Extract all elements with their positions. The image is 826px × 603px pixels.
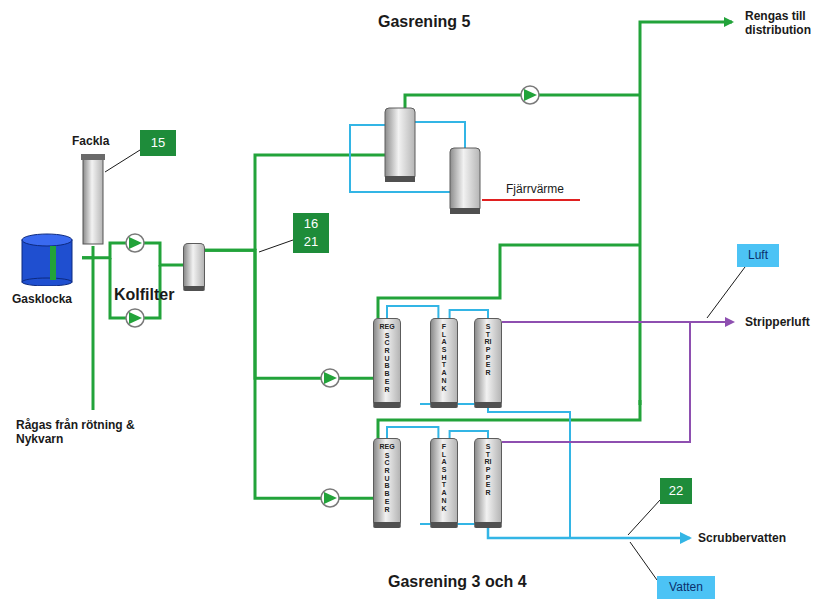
flare-top bbox=[81, 154, 105, 160]
gas-holder-symbol bbox=[12, 232, 82, 286]
pipe-connector bbox=[450, 431, 488, 438]
air-lines bbox=[502, 322, 733, 442]
process-column: REGSCRUBBER bbox=[373, 438, 401, 528]
tank-stripe bbox=[50, 246, 56, 280]
column-text: FLASHTANK bbox=[441, 323, 448, 392]
callout-box bbox=[660, 478, 692, 504]
column-text: STRIPPER bbox=[485, 443, 492, 497]
text-label: Stripperluft bbox=[745, 315, 810, 329]
flare-node: Fackla bbox=[68, 134, 118, 246]
water-lines bbox=[350, 122, 690, 538]
leader-line bbox=[259, 240, 293, 252]
callout-number: 22 bbox=[660, 483, 692, 499]
leader-line bbox=[628, 500, 660, 535]
filter-node: Kolfilter bbox=[183, 243, 205, 291]
column-text: STRIPPER bbox=[485, 323, 492, 377]
node-label: Kolfilter bbox=[114, 286, 174, 304]
pipe-connector bbox=[387, 427, 438, 438]
stripper-air-line bbox=[502, 322, 690, 442]
pipe-connector bbox=[205, 250, 373, 378]
node-label: Fackla bbox=[72, 134, 109, 148]
process-column: FLASHTANK bbox=[430, 438, 458, 528]
column-base bbox=[450, 208, 480, 214]
pump-symbol bbox=[126, 309, 144, 327]
note-box bbox=[657, 576, 715, 599]
clean-gas-line bbox=[378, 400, 640, 438]
tank-bottom bbox=[22, 278, 72, 286]
column-text: FLASHTANK bbox=[441, 443, 448, 512]
column-base bbox=[385, 176, 415, 182]
callout-box bbox=[293, 213, 329, 253]
leader-line bbox=[630, 542, 657, 580]
gasrening5-column bbox=[385, 108, 415, 180]
process-column: STRIPPER bbox=[474, 318, 502, 408]
flare-stack bbox=[83, 158, 103, 244]
pump-symbol bbox=[321, 489, 339, 507]
pump-symbol bbox=[126, 234, 144, 252]
text-label: Gasrening 3 och 4 bbox=[388, 572, 527, 591]
gas-lines bbox=[93, 22, 732, 438]
pipe-connector bbox=[82, 246, 93, 258]
text-label: Rengas till distribution bbox=[745, 9, 823, 38]
text-label: Fjärrvärme bbox=[506, 182, 564, 196]
pipe-connector bbox=[205, 250, 373, 498]
leader-line bbox=[105, 150, 140, 172]
gasrening5-column bbox=[450, 148, 480, 212]
callout-box bbox=[140, 130, 176, 156]
column-tag: REG bbox=[379, 323, 394, 331]
node-label: Gasklocka bbox=[12, 292, 72, 306]
leader-lines bbox=[105, 150, 745, 580]
tank-top bbox=[22, 234, 72, 246]
leader-line bbox=[707, 267, 745, 318]
stripper-air-line bbox=[502, 321, 733, 323]
pump-symbol bbox=[321, 369, 339, 387]
water-loop bbox=[415, 122, 465, 148]
district-heating-line bbox=[482, 199, 580, 201]
text-label: Rågas från rötning & Nykvarn bbox=[16, 418, 166, 447]
distribution-line bbox=[640, 22, 732, 405]
process-column: REGSCRUBBER bbox=[373, 318, 401, 408]
process-column: STRIPPER bbox=[474, 438, 502, 528]
pipe-connector bbox=[387, 306, 438, 318]
pump-symbol bbox=[521, 86, 539, 104]
tank-node: Gasklocka bbox=[12, 232, 82, 310]
note-box bbox=[737, 244, 779, 267]
scrubber-water-line bbox=[488, 528, 690, 538]
flare-symbol bbox=[68, 152, 118, 246]
text-label: Scrubbervatten bbox=[698, 531, 786, 545]
note-label: Luft bbox=[737, 248, 779, 262]
clean-gas-line bbox=[378, 245, 640, 318]
column-text: SCRUBBER bbox=[384, 332, 391, 394]
pipe-connector bbox=[450, 310, 488, 318]
column-tag: REG bbox=[379, 443, 394, 451]
note-label: Vatten bbox=[657, 580, 715, 594]
raw-gas-line bbox=[92, 258, 95, 410]
process-column: FLASHTANK bbox=[430, 318, 458, 408]
callout-number: 16 bbox=[293, 216, 329, 232]
column-text: SCRUBBER bbox=[384, 452, 391, 514]
callout-number: 15 bbox=[140, 135, 176, 151]
text-label: Gasrening 5 bbox=[378, 12, 470, 31]
callout-number: 21 bbox=[293, 234, 329, 250]
